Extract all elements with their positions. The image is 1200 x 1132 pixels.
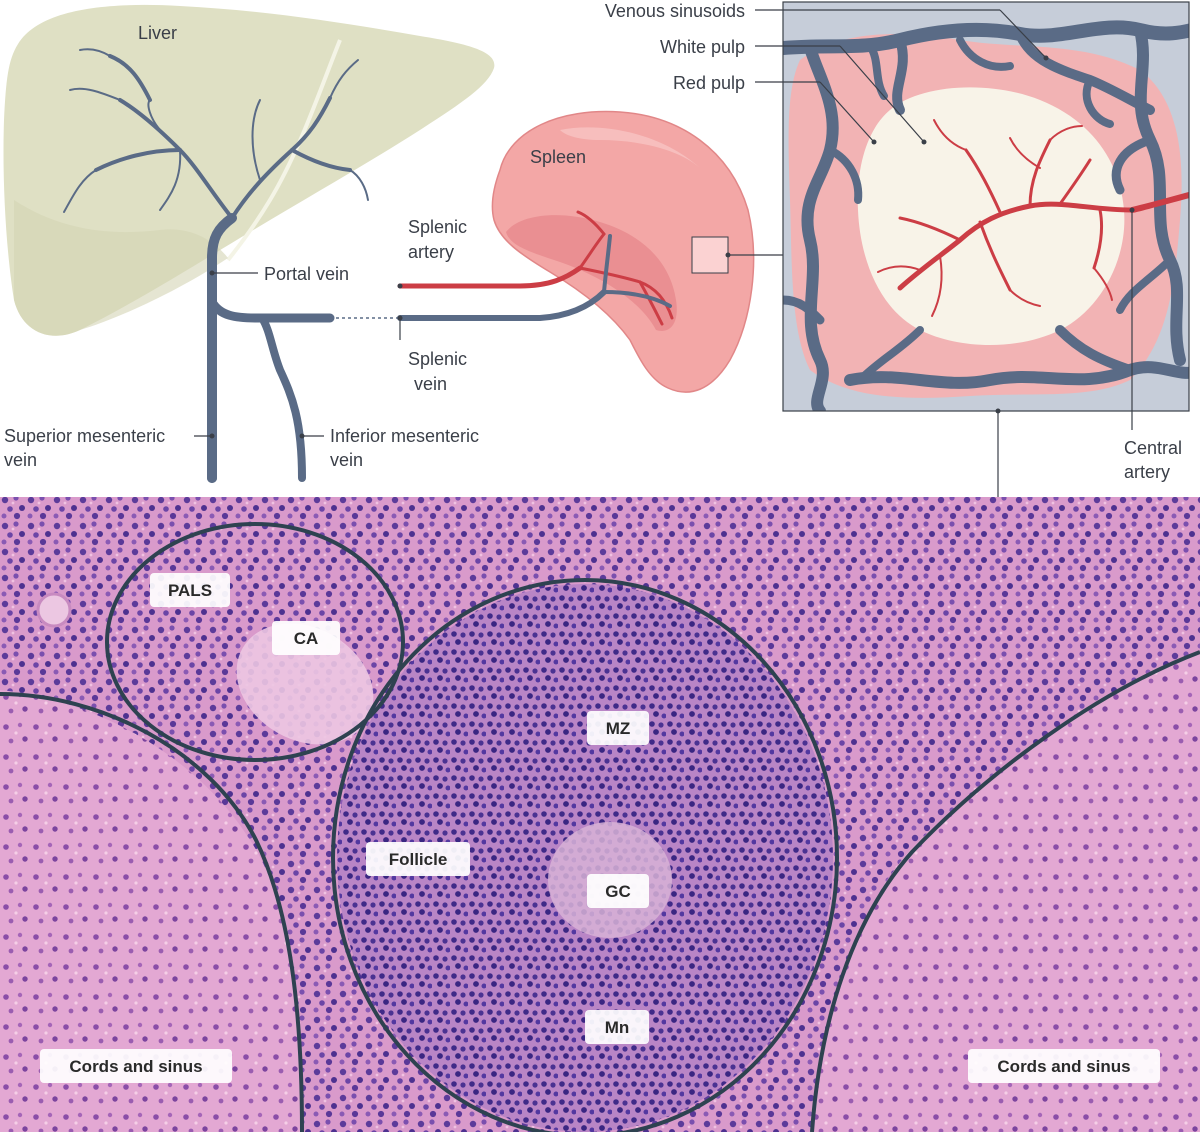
pals-outline <box>105 522 405 762</box>
inset-leaders <box>755 9 1135 497</box>
cords-sinus-left-label: Cords and sinus <box>69 1057 202 1076</box>
venous-sinusoids <box>783 20 1189 411</box>
inset-frame <box>782 1 1190 412</box>
red-pulp-label: Red pulp <box>673 73 745 93</box>
splenic-vein-label-2: vein <box>414 374 447 394</box>
cords-sinus-left-region <box>0 690 302 1132</box>
central-artery-label-2: artery <box>1124 462 1170 482</box>
spleen-label: Spleen <box>530 147 586 167</box>
spleen-hilum <box>506 215 677 331</box>
histology-outlines <box>0 522 1200 1132</box>
liver-label: Liver <box>138 23 177 43</box>
splenic-vein-left <box>207 297 335 323</box>
central-artery-label-1: Central <box>1124 438 1182 458</box>
white-pulp-label: White pulp <box>660 37 745 57</box>
histology-label-boxes <box>40 573 1160 1083</box>
cords-right-outline <box>810 650 1200 1132</box>
splenic-vein-right <box>397 289 607 321</box>
liver-illustration <box>3 4 495 336</box>
splenic-vessels <box>397 210 674 326</box>
follicle-outline <box>331 578 839 1132</box>
inset-central-artery <box>877 119 1189 317</box>
portal-vein-system <box>63 48 369 483</box>
splenic-vein-label-1: Splenic <box>408 349 467 369</box>
spleen-microanatomy-inset <box>783 2 1189 411</box>
superior-mesenteric-vein-label-2: vein <box>4 450 37 470</box>
gc-label: GC <box>605 882 631 901</box>
spleen-illustration <box>491 110 755 393</box>
inferior-mesenteric-vein <box>258 314 306 482</box>
venous-sinusoids-label: Venous sinusoids <box>605 1 745 21</box>
cords-sinus-right-region <box>810 650 1200 1132</box>
cords-left-outline <box>0 692 304 1132</box>
splenic-artery <box>397 265 583 289</box>
anatomy-leaders <box>194 270 403 439</box>
spleen-detail-box <box>691 236 729 274</box>
splenic-artery-label-1: Splenic <box>408 217 467 237</box>
portal-vein-label: Portal vein <box>264 264 349 284</box>
splenic-artery-label-2: artery <box>408 242 454 262</box>
central-artery-region <box>236 623 374 745</box>
inferior-mesenteric-vein-label-1: Inferior mesenteric <box>330 426 479 446</box>
follicle-label: Follicle <box>389 850 448 869</box>
inferior-mesenteric-vein-label-2: vein <box>330 450 363 470</box>
liver-ligament <box>226 39 342 262</box>
spleen-highlight <box>560 127 700 168</box>
mn-label: Mn <box>605 1018 630 1037</box>
liver-shadow <box>14 200 228 336</box>
ca-label: CA <box>294 629 319 648</box>
pals-label: PALS <box>168 581 212 600</box>
portal-vein <box>207 213 237 483</box>
mz-label: MZ <box>606 719 631 738</box>
cords-sinus-right-label: Cords and sinus <box>997 1057 1130 1076</box>
superior-mesenteric-vein-label-1: Superior mesenteric <box>4 426 165 446</box>
